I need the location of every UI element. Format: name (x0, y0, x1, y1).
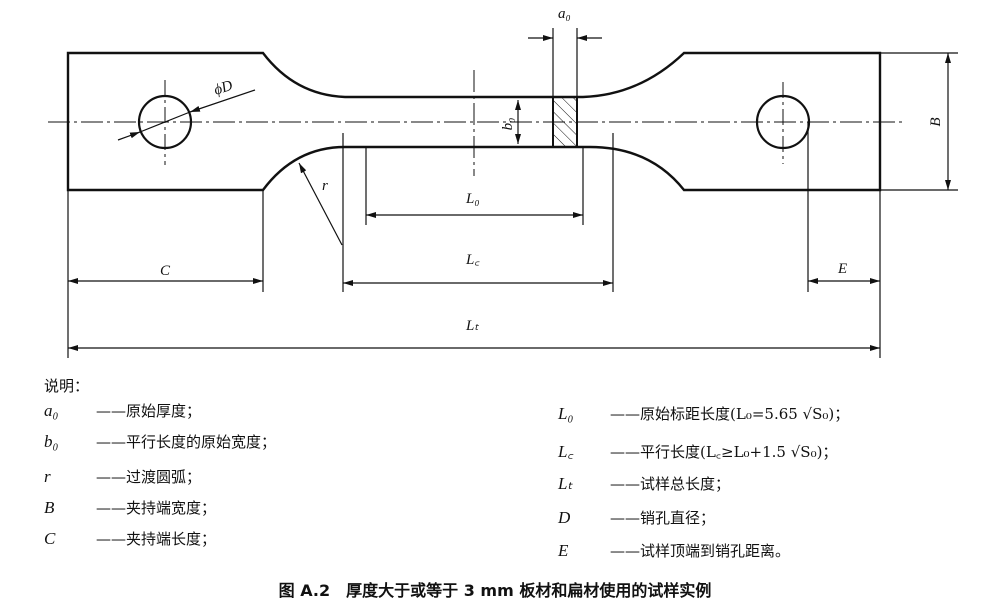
label-C: C (160, 263, 171, 279)
legend-text: ——平行长度的原始宽度； (96, 433, 277, 451)
legend-item: L꜀ ——平行长度(L꜀≥L₀+1.5 √S₀)； (558, 439, 837, 462)
figure-caption: 图 A.2 厚度大于或等于 3 mm 板材和扁材使用的试样实例 (278, 581, 712, 600)
label-Lc: L꜀ (465, 252, 480, 268)
legend-symbol: Lₜ (558, 474, 573, 493)
legend-text: ——原始标距长度(L₀=5.65 √S₀)； (610, 405, 850, 423)
label-phiD: ϕD (212, 78, 235, 99)
legend-symbol: a₀ (44, 401, 59, 420)
legend-item: C ——夹持端长度； (44, 528, 216, 549)
legend-item: b₀ ——平行长度的原始宽度； (44, 431, 276, 452)
label-B: B (928, 117, 944, 126)
legend-symbol: L₀ (558, 404, 574, 423)
legend-item: D ——销孔直径； (558, 507, 715, 528)
legend-text: ——夹持端宽度； (96, 499, 217, 517)
legend-item: L₀ ——原始标距长度(L₀=5.65 √S₀)； (558, 403, 849, 424)
legend-symbol: E (558, 541, 569, 560)
specimen-drawing: a₀ b₀ ϕD r L₀ L꜀ Lₜ C E B (48, 6, 958, 358)
label-L0: L₀ (465, 191, 480, 207)
legend-text: ——夹持端长度； (96, 530, 217, 548)
label-b0: b₀ (500, 118, 516, 131)
legend-symbol: D (558, 508, 571, 527)
legend-text: ——过渡圆弧； (96, 468, 202, 486)
legend-symbol: B (44, 498, 55, 517)
legend-item: Lₜ ——试样总长度； (558, 473, 730, 494)
legend-text: ——销孔直径； (610, 509, 716, 527)
legend-item: B ——夹持端宽度； (44, 497, 216, 518)
cross-section (552, 96, 578, 148)
label-E: E (837, 261, 847, 277)
legend-item: a₀ ——原始厚度； (44, 400, 201, 421)
legend-symbol: C (44, 529, 56, 548)
legend-heading: 说明： (44, 377, 90, 395)
label-r: r (322, 178, 328, 194)
label-a0: a₀ (558, 6, 571, 22)
legend-item: E ——试样顶端到销孔距离。 (558, 540, 790, 561)
legend-item: r ——过渡圆弧； (44, 466, 201, 487)
legend-symbol: b₀ (44, 432, 59, 451)
legend-text: ——试样顶端到销孔距离。 (610, 542, 791, 560)
label-Lt: Lₜ (465, 318, 479, 334)
legend-text: ——试样总长度； (610, 475, 731, 493)
legend-symbol: L꜀ (558, 442, 574, 461)
legend-text: ——平行长度(L꜀≥L₀+1.5 √S₀)； (610, 443, 838, 461)
legend-text: ——原始厚度； (96, 402, 202, 420)
legend-symbol: r (44, 467, 51, 486)
